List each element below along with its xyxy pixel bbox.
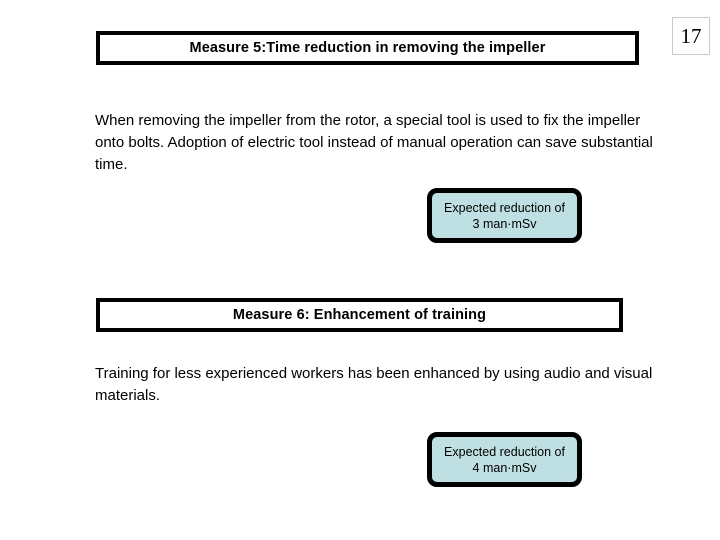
section-heading-text: Measure 6: Enhancement of training: [232, 307, 487, 323]
section-heading-text: Measure 5:Time reduction in removing the…: [189, 40, 546, 56]
section-body-text-measure-6: Training for less experienced workers ha…: [95, 365, 653, 404]
section-heading-box-measure-6: Measure 6: Enhancement of training: [96, 298, 623, 332]
callout-value: 4 man·mSv: [472, 460, 537, 475]
section-heading-box-measure-5: Measure 5:Time reduction in removing the…: [96, 31, 639, 65]
callout-label: Expected reduction of: [444, 444, 565, 459]
callout-value: 3 man·mSv: [472, 216, 537, 231]
page-number-box: 17: [672, 17, 710, 55]
expected-reduction-callout-measure-5: Expected reduction of 3 man·mSv: [427, 188, 582, 243]
callout-label: Expected reduction of: [444, 200, 565, 215]
section-body-text-measure-5: When removing the impeller from the roto…: [95, 112, 653, 173]
page-number: 17: [680, 23, 702, 48]
expected-reduction-callout-measure-6: Expected reduction of 4 man·mSv: [427, 432, 582, 487]
